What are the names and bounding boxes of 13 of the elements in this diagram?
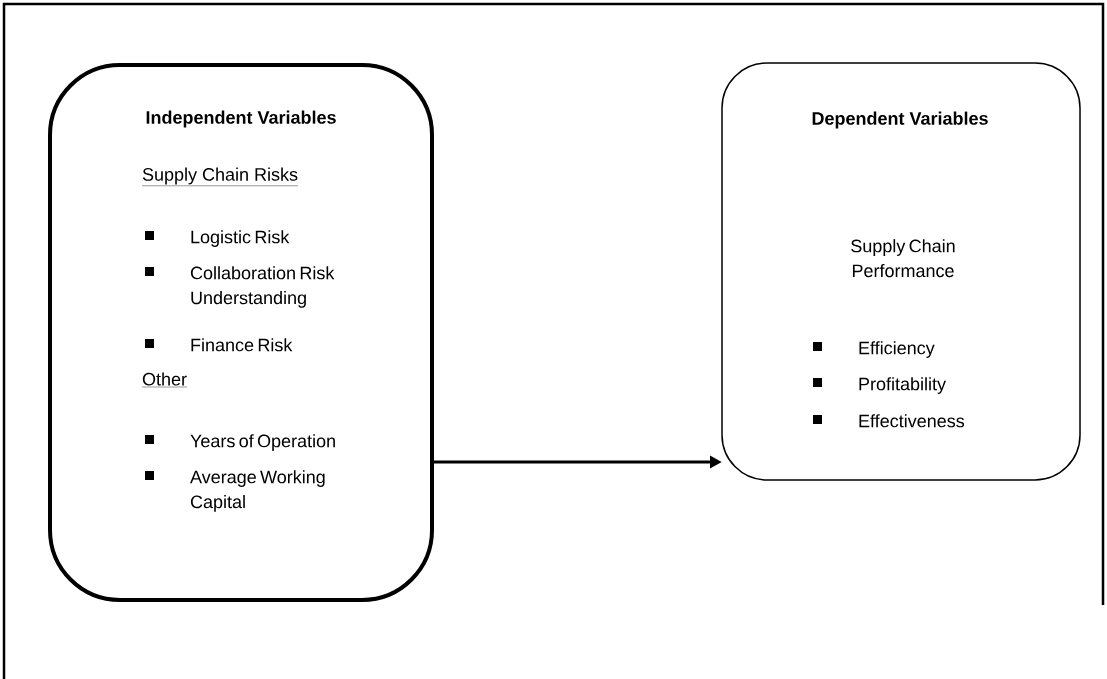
section-heading: Other xyxy=(141,372,188,388)
bullet-item: Effectiveness xyxy=(813,414,965,428)
body-text: Supply Chain Performance xyxy=(851,239,955,278)
heading: Dependent Variables xyxy=(812,111,988,129)
bullet-item: Finance Risk xyxy=(145,338,293,352)
bullet-item: Logistic Risk xyxy=(145,230,290,247)
heading: Independent Variables xyxy=(146,110,336,128)
bullet-item: Years of Operation xyxy=(145,434,335,451)
bullet-item: Collaboration Risk Understanding xyxy=(145,266,335,308)
bullet-item: Profitability xyxy=(813,377,946,394)
bullet-item: Efficiency xyxy=(813,341,935,358)
section-heading: Supply Chain Risks xyxy=(141,167,299,186)
bullet-item: Average Working Capital xyxy=(145,470,325,512)
